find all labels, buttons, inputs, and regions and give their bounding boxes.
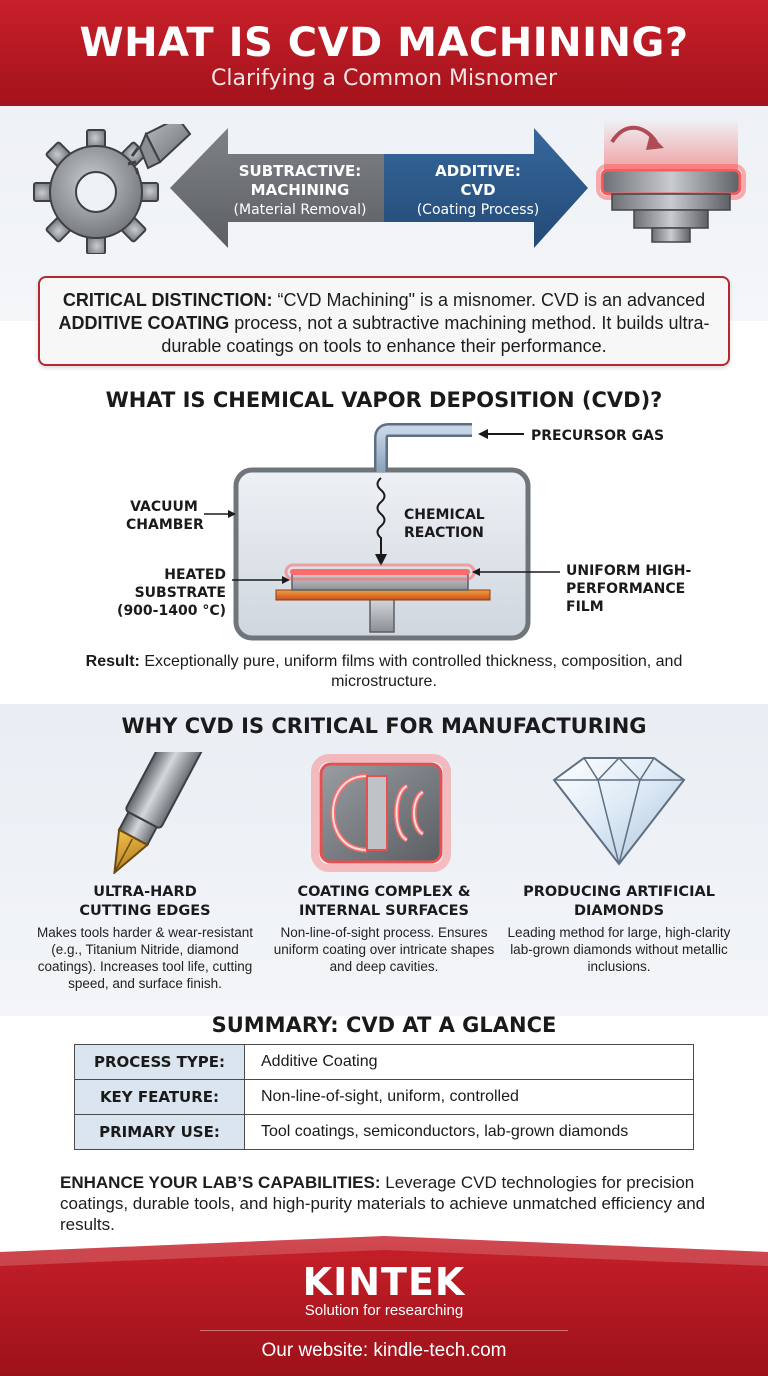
summary-value: Additive Coating — [244, 1044, 694, 1080]
table-row: PROCESS TYPE: Additive Coating — [74, 1044, 694, 1080]
header-banner: WHAT IS CVD MACHINING? Clarifying a Comm… — [0, 0, 768, 106]
footer-divider — [200, 1330, 568, 1331]
vacuum-chamber-line-1: VACUUM — [130, 499, 198, 515]
uniform-film-line-1: UNIFORM HIGH- — [566, 563, 692, 579]
subtractive-heading-1: SUBTRACTIVE: — [238, 162, 362, 180]
uniform-film-line-3: FILM — [566, 599, 604, 615]
vacuum-chamber-label: VACUUM CHAMBER — [126, 498, 204, 534]
drill-bit-icon — [113, 722, 207, 876]
internal-surface-part-icon — [311, 754, 451, 872]
chemical-reaction-line-2: REACTION — [404, 525, 484, 541]
kintek-logo: KINTEK — [302, 1260, 466, 1304]
uniform-film-label: UNIFORM HIGH- PERFORMANCE FILM — [566, 562, 691, 616]
callout-text-1: “CVD Machining" is a misnomer. CVD is an… — [272, 290, 706, 310]
cutting-edges-title-2: CUTTING EDGES — [79, 903, 211, 919]
diamonds-title-1: PRODUCING ARTIFICIAL — [523, 884, 715, 900]
chemical-reaction-line-1: CHEMICAL — [404, 507, 485, 523]
complex-surfaces-title: COATING COMPLEX & INTERNAL SURFACES — [271, 883, 497, 921]
callout-lead: CRITICAL DISTINCTION: — [62, 290, 273, 310]
additive-heading-1: ADDITIVE: — [435, 162, 521, 180]
subtractive-label: SUBTRACTIVE: MACHINING (Material Removal… — [214, 162, 386, 220]
gear-cutting-icon — [33, 124, 192, 254]
page-title: WHAT IS CVD MACHINING? — [79, 20, 689, 66]
diamonds-title: PRODUCING ARTIFICIAL DIAMONDS — [506, 883, 732, 921]
footer-tagline: Solution for researching — [304, 1302, 464, 1319]
additive-arrow — [384, 128, 588, 248]
additive-note: (Coating Process) — [416, 202, 540, 218]
heated-substrate-line-3: (900-1400 °C) — [117, 603, 226, 619]
summary-key: PRIMARY USE: — [74, 1114, 245, 1150]
summary-table: PROCESS TYPE: Additive Coating KEY FEATU… — [74, 1044, 694, 1150]
diamonds-text: Leading method for large, high-clarity l… — [507, 925, 731, 974]
page-subtitle: Clarifying a Common Misnomer — [210, 66, 558, 91]
cvd-result-text: Result: Exceptionally pure, uniform film… — [60, 652, 708, 692]
summary-title: SUMMARY: CVD AT A GLANCE — [211, 1013, 557, 1037]
summary-key: PROCESS TYPE: — [74, 1044, 245, 1080]
callout-emphasis: ADDITIVE COATING — [58, 313, 230, 333]
vacuum-chamber-line-2: CHAMBER — [126, 517, 204, 533]
cvd-section-title: WHAT IS CHEMICAL VAPOR DEPOSITION (CVD)? — [105, 388, 663, 412]
chemical-reaction-label: CHEMICAL REACTION — [404, 506, 485, 542]
coated-part-icon — [596, 120, 746, 243]
additive-heading-2: CVD — [460, 181, 496, 199]
subtractive-note: (Material Removal) — [233, 202, 367, 218]
result-body: Exceptionally pure, uniform films with c… — [139, 653, 683, 690]
heated-substrate-label: HEATED SUBSTRATE (900-1400 °C) — [116, 566, 226, 620]
cutting-edges-text: Makes tools harder & wear-resistant (e.g… — [36, 925, 254, 991]
complex-surfaces-title-2: INTERNAL SURFACES — [299, 903, 469, 919]
summary-value: Tool coatings, semiconductors, lab-grown… — [244, 1114, 694, 1150]
footer-banner — [0, 1236, 768, 1376]
heated-substrate-line-1: HEATED — [164, 567, 226, 583]
cutting-edges-title: ULTRA-HARD CUTTING EDGES — [32, 883, 258, 921]
why-section-title: WHY CVD IS CRITICAL FOR MANUFACTURING — [121, 714, 647, 738]
why-item-complex-surfaces: COATING COMPLEX & INTERNAL SURFACES Non-… — [271, 752, 497, 975]
result-lead: Result: — [85, 653, 140, 670]
diamonds-title-2: DIAMONDS — [573, 903, 665, 919]
table-row: KEY FEATURE: Non-line-of-sight, uniform,… — [74, 1079, 694, 1115]
callout-text-2: process, not a subtractive machining met… — [161, 313, 710, 356]
diamond-icon — [552, 756, 686, 866]
precursor-gas-label: PRECURSOR GAS — [531, 428, 665, 444]
critical-distinction-callout: CRITICAL DISTINCTION: “CVD Machining" is… — [38, 276, 730, 366]
heated-substrate-line-2: SUBSTRATE — [134, 585, 226, 601]
enhance-body: Leverage CVD technologies for precision … — [60, 1173, 706, 1234]
subtractive-arrow — [170, 128, 388, 248]
summary-key: KEY FEATURE: — [74, 1079, 245, 1115]
cvd-chamber-diagram — [204, 423, 560, 641]
summary-value: Non-line-of-sight, uniform, controlled — [244, 1079, 694, 1115]
complex-surfaces-title-1: COATING COMPLEX & — [297, 884, 471, 900]
why-item-diamonds: PRODUCING ARTIFICIAL DIAMONDS Leading me… — [506, 752, 732, 975]
uniform-film-line-2: PERFORMANCE — [566, 581, 686, 597]
additive-label: ADDITIVE: CVD (Coating Process) — [388, 162, 568, 220]
table-row: PRIMARY USE: Tool coatings, semiconducto… — [74, 1114, 694, 1150]
enhance-lead: ENHANCE YOUR LAB’S CAPABILITIES: — [60, 1173, 381, 1192]
complex-surfaces-text: Non-line-of-sight process. Ensures unifo… — [273, 925, 495, 974]
why-item-cutting-edges: ULTRA-HARD CUTTING EDGES Makes tools har… — [32, 722, 258, 992]
enhance-capabilities-text: ENHANCE YOUR LAB’S CAPABILITIES: Leverag… — [60, 1172, 720, 1235]
website-link[interactable]: Our website: kindle-tech.com — [261, 1340, 507, 1361]
subtractive-heading-2: MACHINING — [250, 181, 350, 199]
cutting-edges-title-1: ULTRA-HARD — [93, 884, 197, 900]
